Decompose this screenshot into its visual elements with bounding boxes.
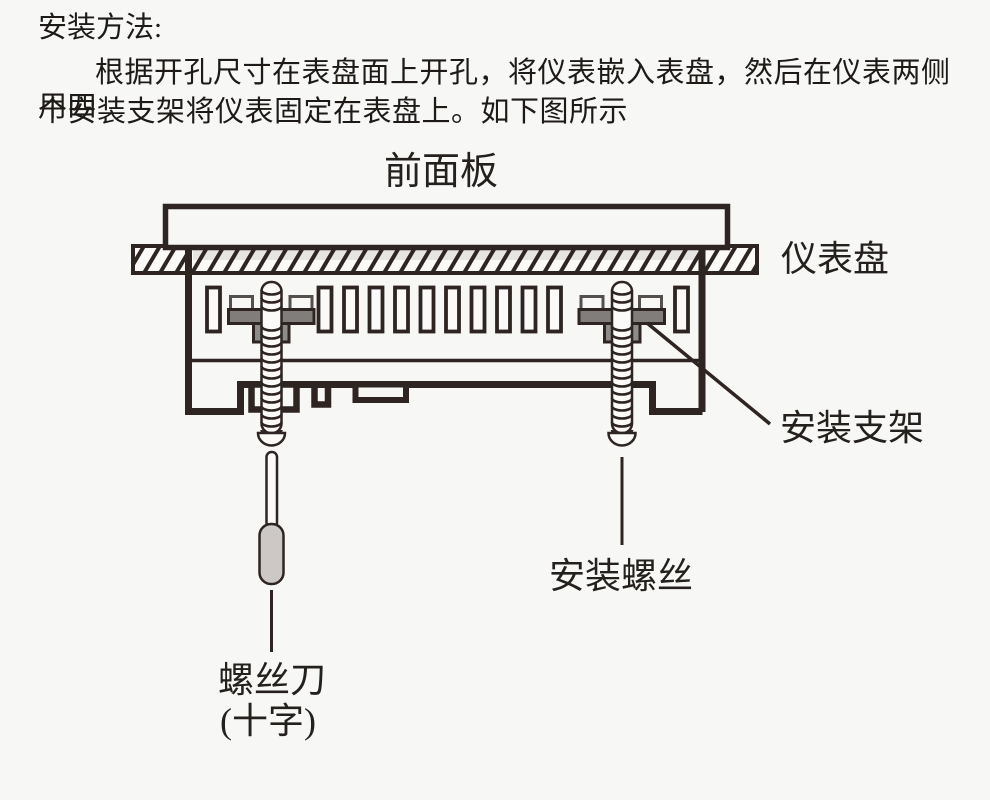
label-front-panel: 前面板 <box>384 151 498 193</box>
vent-slot <box>520 285 538 334</box>
terminal-block <box>352 381 409 403</box>
vent-slot <box>495 285 512 334</box>
vent-slot <box>367 285 385 334</box>
label-mounting-bracket: 安装支架 <box>780 408 924 448</box>
screw-tip <box>256 431 287 447</box>
screw-tip <box>607 431 637 447</box>
mounting-screw-left <box>256 280 287 447</box>
leader-line-bracket <box>645 321 772 426</box>
front-panel-bezel <box>162 203 731 251</box>
vent-slot <box>205 285 222 334</box>
screw-threads <box>260 289 283 436</box>
vent-slot <box>418 285 436 334</box>
bottom-notch <box>311 384 332 408</box>
label-screwdriver-line1: 螺丝刀 <box>218 660 326 700</box>
instruction-line-1: 根据开孔尺寸在表盘面上开孔，将仪表嵌入表盘，然后在仪表两侧用四 <box>38 57 951 123</box>
section-heading: 安装方法: <box>38 12 163 44</box>
label-screwdriver-line2: (十字) <box>220 701 316 741</box>
vent-slot <box>342 285 359 334</box>
screwdriver <box>258 450 285 586</box>
vent-slot <box>673 285 690 334</box>
screwdriver-shaft <box>265 450 279 530</box>
instrument-panel-hatched-band <box>131 244 759 275</box>
screw-threads <box>610 289 634 436</box>
vent-slot <box>546 285 563 334</box>
diagram-labels: 前面板 仪表盘 安装支架 安装螺丝 螺丝刀 (十字) <box>218 151 924 741</box>
vent-slot-row <box>205 285 690 334</box>
body-bottom-profile <box>185 381 703 415</box>
label-mounting-screw: 安装螺丝 <box>549 556 693 596</box>
mounting-screw-right <box>607 280 637 447</box>
vent-slot <box>444 285 461 334</box>
label-instrument-panel: 仪表盘 <box>781 239 889 279</box>
vent-slot <box>393 285 410 334</box>
vent-slot <box>316 285 334 334</box>
vent-slot <box>469 285 487 334</box>
instruction-line-2: 个安装支架将仪表固定在表盘上。如下图所示 <box>38 96 629 128</box>
screwdriver-handle <box>258 522 285 586</box>
